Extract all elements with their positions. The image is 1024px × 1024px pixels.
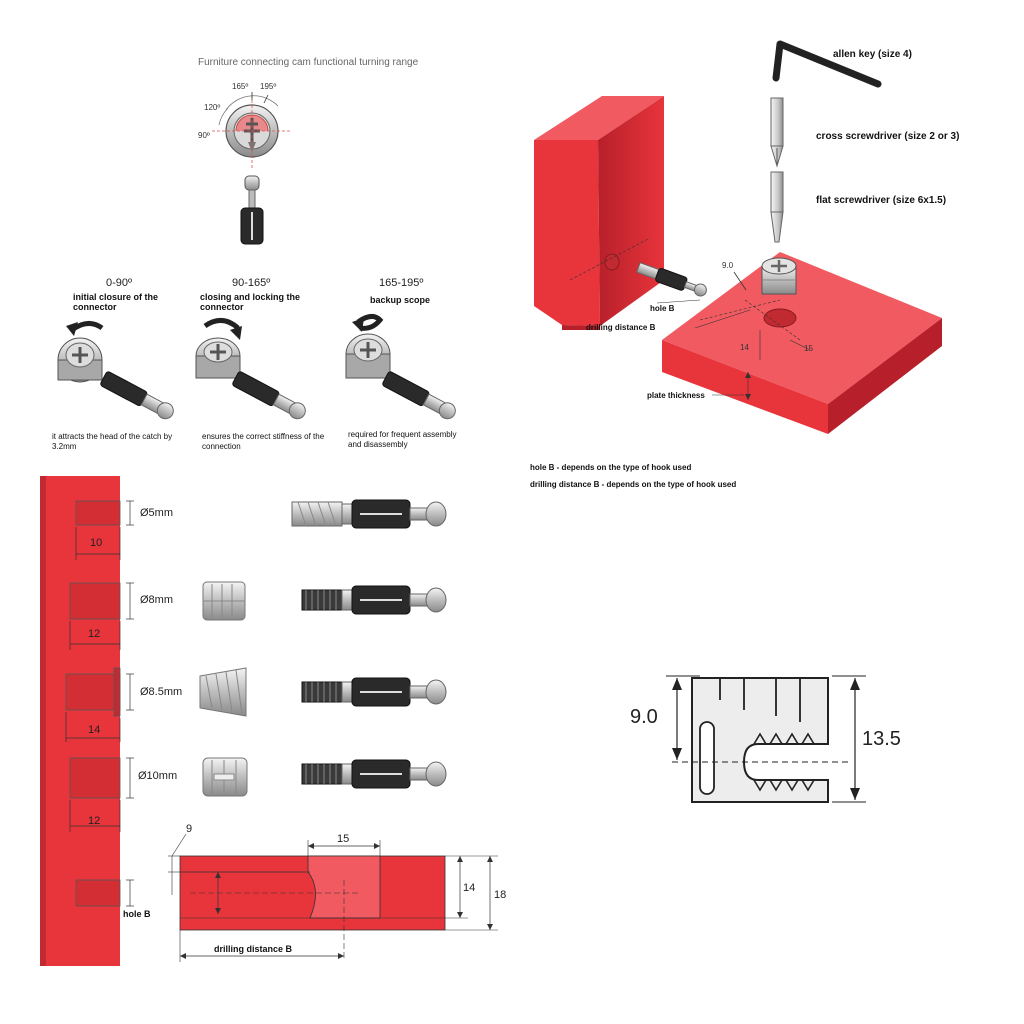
cross-screwdriver-label: cross screwdriver (size 2 or 3) [816,131,960,142]
stage-2-note: ensures the correct stiffness of the con… [202,432,325,451]
iso-cam [761,257,797,295]
bolt-1-dia: Ø5mm [140,507,173,519]
bolt-3-depth: 14 [88,724,101,736]
vertical-board [534,96,664,330]
stage-2-heading: closing and locking the connector [200,292,301,312]
cap-dim-9: 9.0 [630,706,658,728]
section-dim-14: 14 [463,882,476,894]
bolt-2-depth: 12 [88,628,101,640]
iso-drilling: drilling distance B [586,323,656,332]
bolt-row-3 [301,677,447,707]
iso-dim-9: 9.0 [722,261,734,270]
stage-connector-1 [57,321,174,420]
iso-plate-thickness: plate thickness [647,391,705,400]
iso-dim-14: 14 [740,343,749,352]
section-dim-9: 9 [186,823,193,835]
allen-key-icon [772,40,882,88]
cross-screwdriver-icon [770,97,784,168]
note-hole-b: hole B - depends on the type of hook use… [530,463,692,472]
bolt-2-dia: Ø8mm [140,594,173,606]
section-dim-18: 18 [494,889,507,901]
bolt-1-depth: 10 [90,537,103,549]
insert-8-5mm-icon [199,667,247,717]
flat-screwdriver-label: flat screwdriver (size 6x1.5) [816,195,947,206]
stage-2-range: 90-165º [232,277,271,289]
section-drilling: drilling distance B [214,944,293,954]
insert-8mm-icon [202,581,246,621]
hole-5mm [75,500,134,560]
hole-8mm [69,582,134,650]
angle-120: 120º [204,103,221,112]
bolt-4-depth: 12 [88,815,101,827]
note-drilling: drilling distance B - depends on the typ… [530,480,737,489]
angle-195: 195º [260,82,277,91]
hole-8-5mm [65,667,134,742]
bolt-row-1 [291,499,447,529]
bolt-3-dia: Ø8.5mm [140,686,183,698]
hole-10mm [69,757,134,832]
stage-3-range: 165-195º [379,277,424,289]
flat-screwdriver-icon [770,171,784,243]
stage-1-heading: initial closure of the connector [73,292,159,312]
horizontal-board [662,252,942,434]
bolt-row-4 [301,759,447,789]
stage-1-note: it attracts the head of the catch by 3.2… [52,432,173,451]
cap-dim-13-5: 13.5 [862,728,901,750]
cam-title: Furniture connecting cam functional turn… [198,57,419,68]
stage-connector-2 [195,318,306,420]
stage-3-heading: backup scope [370,295,431,305]
allen-key-label: allen key (size 4) [833,49,912,60]
stage-connector-3 [345,314,456,420]
stage-3-note: required for frequent assembly and disas… [348,430,457,449]
section-hole-b: hole B [123,909,151,919]
iso-hole-b: hole B [650,304,675,313]
angle-165: 165º [232,82,249,91]
cam-cross-section [666,675,866,803]
stage-1-range: 0-90º [106,277,133,289]
bolt-row-2 [301,585,447,615]
section-drawing [168,833,498,962]
cam-range-diagram [212,92,292,245]
hole-b [75,879,134,907]
insert-10mm-icon [202,757,248,797]
iso-bolt [636,262,707,297]
bolt-4-dia: Ø10mm [138,770,178,782]
section-dim-15: 15 [337,833,350,845]
angle-90: 90º [198,131,210,140]
iso-dim-15: 15 [804,344,813,353]
